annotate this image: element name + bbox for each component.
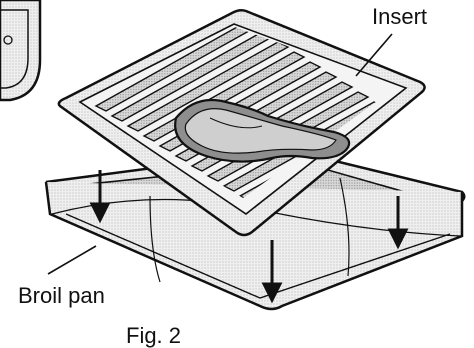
oven-corner — [0, 0, 40, 100]
diagram-canvas: Insert Broil pan Fig. 2 — [0, 0, 474, 341]
broil-pan-label: Broil pan — [18, 285, 105, 307]
figure-caption: Fig. 2 — [126, 325, 181, 347]
broil-pan-leader-line — [48, 246, 96, 274]
insert-label: Insert — [372, 6, 427, 28]
